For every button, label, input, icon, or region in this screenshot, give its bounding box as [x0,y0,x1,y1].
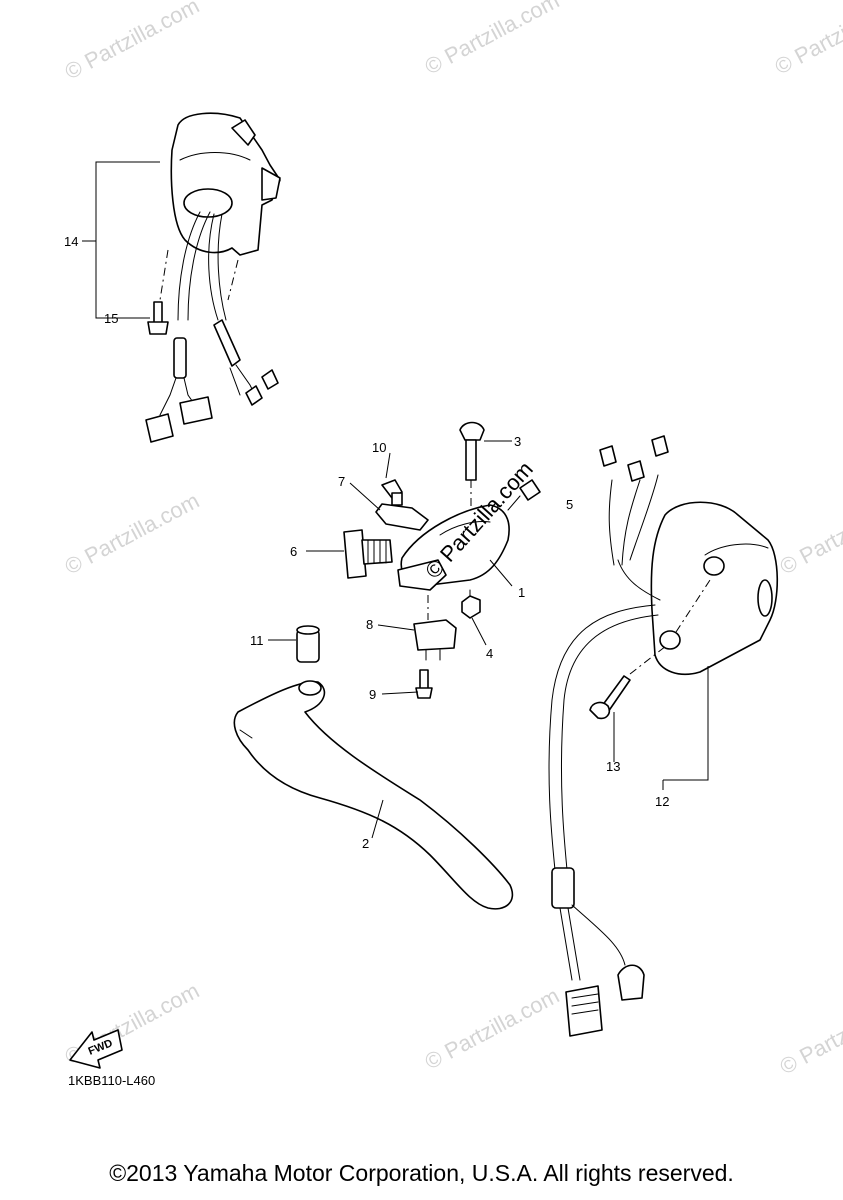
callout-3: 3 [514,434,521,449]
watermark: © Partzilla.com [61,0,204,84]
callout-9: 9 [369,687,376,702]
callout-15: 15 [104,311,118,326]
callout-12: 12 [655,794,669,809]
left-switch-assembly [145,112,281,443]
callout-7: 7 [338,474,345,489]
callout-14: 14 [64,234,78,249]
callout-4: 4 [486,646,493,661]
watermark: © Partzilla.com [61,488,204,580]
callout-10: 10 [372,440,386,455]
watermark: © Partzilla.com [776,488,843,580]
watermark: © Partzilla.com [776,988,843,1080]
lever-2 [233,680,514,910]
callout-5: 5 [566,497,573,512]
watermark: © Partzilla.com [421,983,564,1075]
right-switch-assembly [548,435,779,1037]
watermark: © Partzilla.com [771,0,843,79]
screw-15 [147,301,169,335]
collar-11 [296,625,320,663]
callout-8: 8 [366,617,373,632]
watermark: © Partzilla.com [421,0,564,79]
copyright-notice: ©2013 Yamaha Motor Corporation, U.S.A. A… [109,1160,734,1186]
callout-1: 1 [518,585,525,600]
diagram-code: 1KBB110-L460 [68,1073,155,1088]
leader-lines [268,440,513,839]
lever-holder-assembly: © Partzilla.com [343,421,541,699]
callout-6: 6 [290,544,297,559]
callout-11: 11 [250,633,264,648]
fwd-arrow-icon: FWD [69,1029,123,1069]
callout-13: 13 [606,759,620,774]
callouts: 1 2 3 4 5 6 7 8 9 10 11 12 13 14 15 [64,234,669,851]
callout-2: 2 [362,836,369,851]
